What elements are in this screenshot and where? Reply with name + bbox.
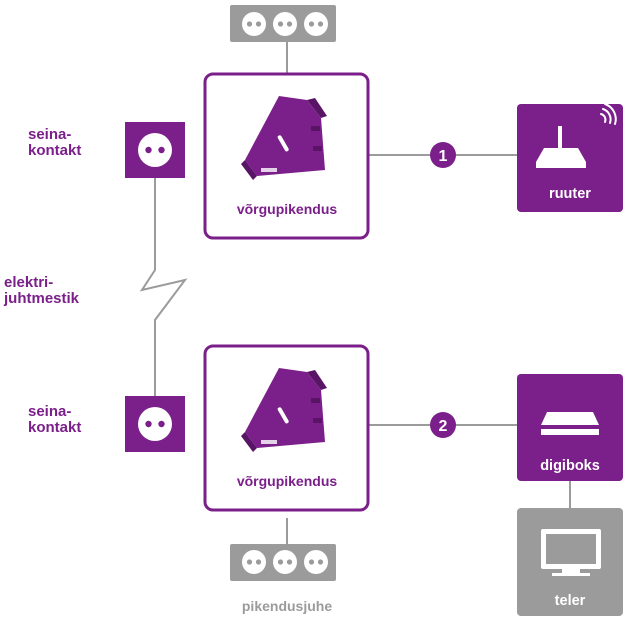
wiring-label: elektri- juhtmestik — [4, 275, 79, 307]
wall-outlet-bottom-label: seina- kontakt — [28, 404, 81, 436]
settop-label: digiboks — [540, 458, 600, 474]
connection-badge-2: 2 — [430, 412, 456, 438]
label-line: elektri- — [4, 274, 54, 291]
socket-icon — [273, 550, 297, 574]
tv-box: teler — [517, 508, 623, 616]
socket-icon — [242, 550, 266, 574]
connection-number: 1 — [439, 148, 448, 165]
power-strip-label: pikendusjuhe — [242, 598, 332, 614]
adapter-label: võrgupikendus — [237, 201, 338, 217]
tv-label: teler — [555, 593, 586, 609]
label-line: seina- — [28, 126, 72, 143]
socket-icon — [273, 12, 297, 36]
label-line: seina- — [28, 403, 72, 420]
wall-outlet-bottom — [125, 396, 185, 452]
socket-icon — [304, 550, 328, 574]
powerline-adapter-icon — [241, 368, 327, 452]
router-label: ruuter — [549, 186, 591, 202]
socket-icon — [138, 133, 172, 167]
powerline-adapter-icon — [241, 96, 327, 180]
wall-outlet-top — [125, 122, 185, 178]
wall-outlet-top-label: seina- kontakt — [28, 127, 81, 159]
router-icon — [536, 126, 586, 168]
wiring-cable — [139, 178, 188, 402]
router-box: ruuter — [517, 103, 623, 212]
label-line: kontakt — [28, 419, 82, 436]
wifi-icon — [600, 103, 617, 125]
label-line: kontakt — [28, 142, 82, 159]
adapter-label: võrgupikendus — [237, 473, 338, 489]
settop-box: digiboks — [517, 374, 623, 481]
power-strip-bottom — [230, 544, 336, 581]
connection-number: 2 — [439, 418, 448, 435]
connection-badge-1: 1 — [430, 142, 456, 168]
settop-icon — [541, 412, 599, 435]
socket-icon — [138, 407, 172, 441]
socket-icon — [242, 12, 266, 36]
socket-icon — [304, 12, 328, 36]
adapter-box-top: võrgupikendus — [203, 72, 370, 240]
label-line: juhtmestik — [4, 290, 80, 307]
power-strip-top — [230, 5, 336, 42]
tv-icon — [541, 529, 601, 576]
adapter-box-bottom: võrgupikendus — [203, 344, 370, 512]
